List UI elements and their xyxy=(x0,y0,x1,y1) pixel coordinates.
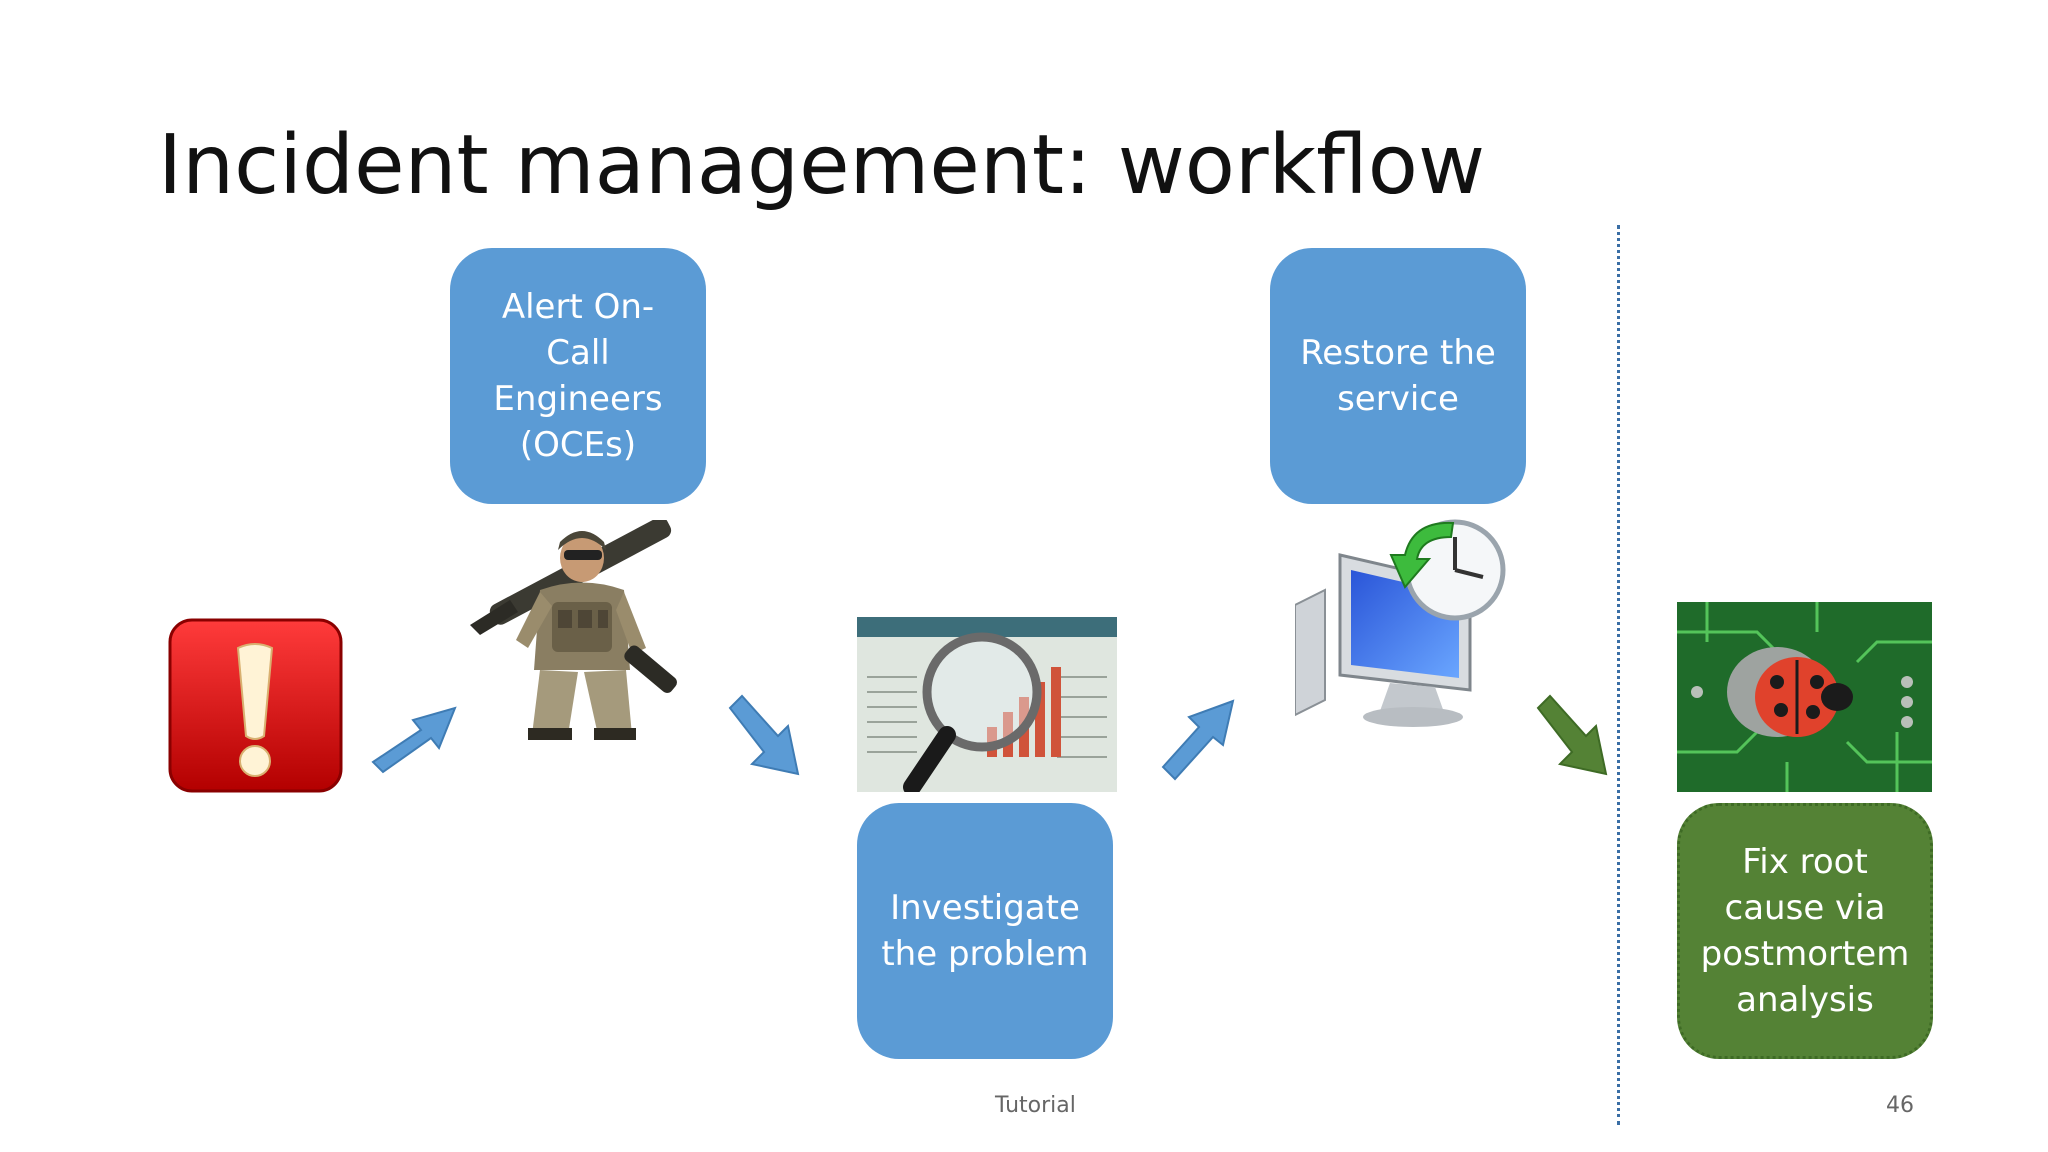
page-number: 46 xyxy=(1886,1093,1914,1118)
step-investigate-label: Investigate the problem xyxy=(881,888,1089,974)
step-fix-root-label: Fix root cause via postmortem analysis xyxy=(1700,842,1910,1020)
step-restore-label: Restore the service xyxy=(1300,333,1496,419)
arrow-oncall-to-investigate xyxy=(728,694,800,776)
step-alert-oncall: Alert On- Call Engineers (OCEs) xyxy=(450,248,706,504)
slide-title: Incident management: workflow xyxy=(158,118,1486,213)
footer-center: Tutorial xyxy=(995,1093,1076,1118)
ladybug-circuit-image xyxy=(1677,602,1932,792)
exclamation-alert-icon xyxy=(168,618,343,793)
soldier-engineer-image xyxy=(470,520,685,742)
arrow-investigate-to-restore xyxy=(1161,699,1235,781)
step-fix-root: Fix root cause via postmortem analysis xyxy=(1677,803,1933,1059)
system-restore-icon xyxy=(1295,519,1506,727)
magnifier-chart-image xyxy=(857,617,1117,792)
step-alert-oncall-label: Alert On- Call Engineers (OCEs) xyxy=(493,287,663,465)
arrow-alert-to-oncall xyxy=(371,706,457,774)
step-investigate: Investigate the problem xyxy=(857,803,1113,1059)
step-restore: Restore the service xyxy=(1270,248,1526,504)
phase-divider xyxy=(1617,225,1620,1125)
arrow-restore-to-fix xyxy=(1536,694,1608,776)
